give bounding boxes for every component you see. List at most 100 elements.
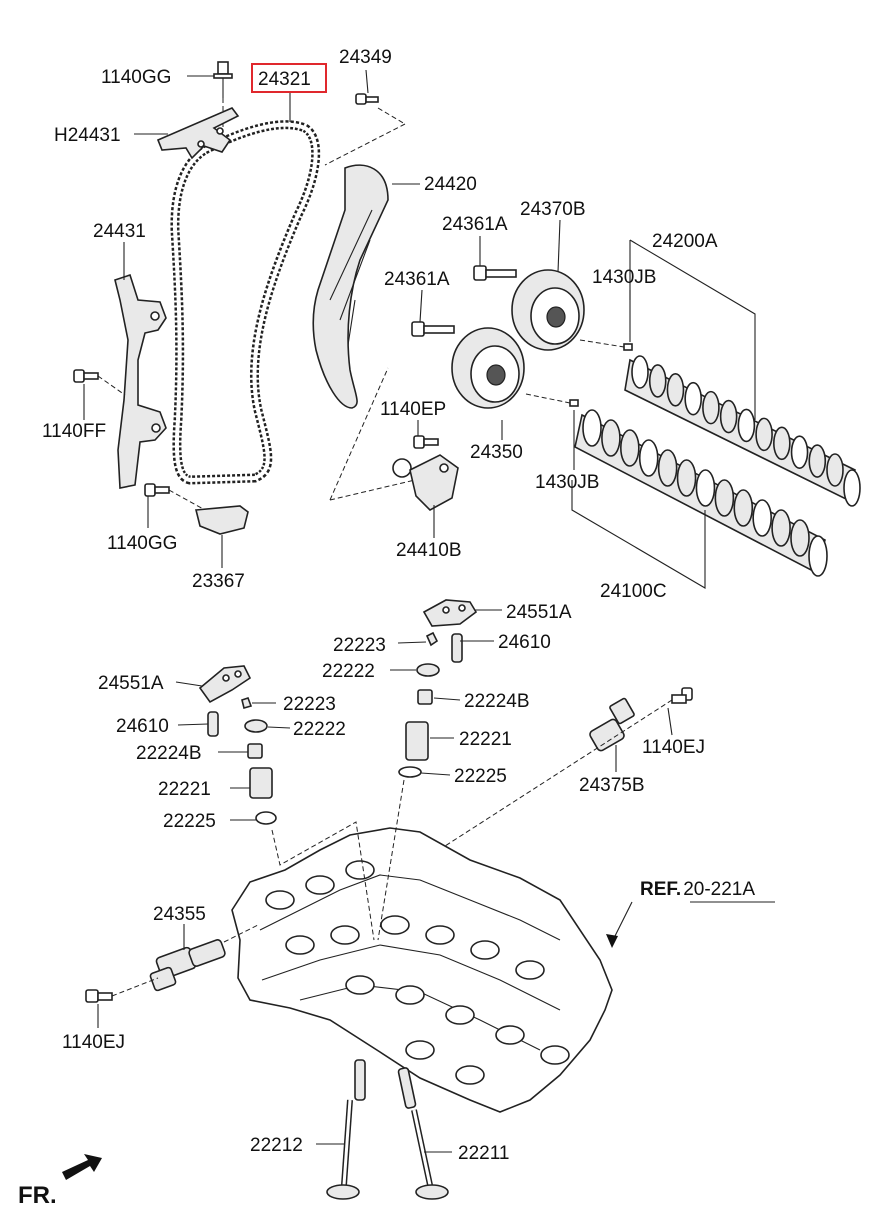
bolt-1140ep[interactable] — [413, 435, 439, 449]
label-22225-left[interactable]: 22225 — [163, 811, 216, 832]
bolt-1140gg-bottom[interactable] — [144, 483, 206, 511]
label-24610-right[interactable]: 24610 — [498, 632, 551, 653]
head-port — [380, 915, 410, 935]
timing-chain[interactable] — [170, 120, 321, 485]
label-22224b-right[interactable]: 22224B — [464, 691, 530, 712]
bolt-1140ej-right[interactable] — [671, 687, 693, 704]
label-24361a-upper[interactable]: 24361A — [442, 214, 508, 235]
cylinder-head[interactable] — [231, 827, 613, 1113]
ref-prefix: REF. — [640, 879, 681, 900]
head-port — [445, 1005, 475, 1025]
label-1140gg-bottom[interactable]: 1140GG — [107, 533, 177, 554]
head-port — [265, 890, 295, 910]
bracket-23367[interactable] — [194, 505, 249, 535]
cam-lobe — [733, 489, 754, 527]
label-22222-left[interactable]: 22222 — [293, 719, 346, 740]
cam-lobe — [631, 355, 649, 389]
label-24200a[interactable]: 24200A — [652, 231, 718, 252]
head-port — [285, 935, 315, 955]
label-1140ff[interactable]: 1140FF — [42, 421, 106, 442]
label-24370b[interactable]: 24370B — [520, 199, 586, 220]
label-24551a-left[interactable]: 24551A — [98, 673, 164, 694]
bolt-24361a-upper[interactable] — [473, 265, 517, 281]
valve-stack-left[interactable] — [207, 696, 277, 825]
label-24350[interactable]: 24350 — [470, 442, 523, 463]
label-24420[interactable]: 24420 — [424, 174, 477, 195]
label-22223-left[interactable]: 22223 — [283, 694, 336, 715]
cam-lobe — [755, 417, 773, 452]
label-24100c[interactable]: 24100C — [600, 581, 667, 602]
front-arrow-icon — [62, 1154, 102, 1180]
cam-lobe — [620, 429, 640, 467]
label-22211[interactable]: 22211 — [458, 1143, 509, 1164]
label-1140ep[interactable]: 1140EP — [380, 399, 446, 420]
bolt-1140ff[interactable] — [73, 369, 126, 396]
head-port — [455, 1065, 485, 1085]
label-24321[interactable]: 24321 — [258, 69, 311, 90]
guide-24431[interactable] — [114, 273, 167, 489]
cam-lobe — [638, 439, 659, 477]
valve-22211[interactable] — [397, 1067, 449, 1200]
cam-lobe — [737, 408, 756, 443]
camshaft-24100c[interactable] — [574, 409, 828, 577]
head-port — [345, 975, 375, 995]
sprocket-24350[interactable] — [451, 327, 525, 409]
cam-lobe — [773, 426, 791, 461]
cam-lobe — [582, 409, 602, 447]
bolt-1140ej-left[interactable] — [85, 989, 113, 1003]
vvt-solenoid-24355[interactable] — [149, 939, 226, 992]
guide-h24431[interactable] — [156, 107, 240, 160]
cam-lobe — [808, 444, 827, 478]
head-port — [305, 875, 335, 895]
sprocket-24370b[interactable] — [511, 269, 585, 351]
valve-22212[interactable] — [326, 1059, 366, 1200]
label-22221-left[interactable]: 22221 — [158, 779, 211, 800]
cam-lobe — [657, 449, 678, 487]
label-22225-right[interactable]: 22225 — [454, 766, 507, 787]
label-22223-right[interactable]: 22223 — [333, 635, 386, 656]
rocker-arm-24551a-left[interactable] — [198, 665, 252, 704]
rocker-arm-24551a-right[interactable] — [422, 599, 478, 627]
label-1140ej-right[interactable]: 1140EJ — [642, 737, 705, 758]
tensioner-arm-24420[interactable] — [312, 164, 389, 409]
label-24551a-right[interactable]: 24551A — [506, 602, 572, 623]
cam-lobe — [666, 373, 685, 407]
label-24355[interactable]: 24355 — [153, 904, 206, 925]
label-24410b[interactable]: 24410B — [396, 540, 462, 561]
ref-value: 20-221A — [683, 879, 755, 900]
tensioner-24410b[interactable] — [392, 454, 459, 511]
bolt-24361a-lower[interactable] — [411, 321, 455, 337]
label-1140ej-left[interactable]: 1140EJ — [62, 1032, 125, 1053]
label-22222-right[interactable]: 22222 — [322, 661, 375, 682]
pin-1430jb-lower[interactable] — [569, 399, 579, 407]
label-22221-right[interactable]: 22221 — [459, 729, 512, 750]
oil-control-valve-24375b[interactable] — [589, 697, 635, 752]
camshaft-24200a[interactable] — [624, 355, 861, 507]
cam-lobe — [790, 519, 810, 557]
label-24361a-lower[interactable]: 24361A — [384, 269, 450, 290]
label-24349[interactable]: 24349 — [339, 47, 392, 68]
label-1140gg-top[interactable]: 1140GG — [101, 67, 171, 88]
label-24375b[interactable]: 24375B — [579, 775, 645, 796]
label-h24431[interactable]: H24431 — [54, 125, 121, 146]
cam-lobe — [771, 509, 791, 547]
bolt-24349[interactable] — [324, 93, 406, 166]
label-1430jb-upper[interactable]: 1430JB — [592, 267, 656, 288]
cam-lobe — [719, 399, 738, 434]
label-24431[interactable]: 24431 — [93, 221, 146, 242]
cam-lobe — [702, 390, 720, 425]
label-1430jb-lower[interactable]: 1430JB — [535, 472, 599, 493]
head-port — [425, 925, 455, 945]
label-24610-left[interactable]: 24610 — [116, 716, 169, 737]
label-ref[interactable]: REF.20-221A — [640, 879, 755, 900]
valve-stack-right[interactable] — [398, 631, 463, 778]
cam-lobe — [714, 479, 735, 517]
label-22212[interactable]: 22212 — [250, 1135, 303, 1156]
head-port — [495, 1025, 525, 1045]
pin-1430jb-upper[interactable] — [623, 343, 633, 351]
label-23367[interactable]: 23367 — [192, 571, 245, 592]
label-22224b-left[interactable]: 22224B — [136, 743, 202, 764]
head-port — [515, 960, 545, 980]
cam-lobe — [676, 459, 697, 497]
